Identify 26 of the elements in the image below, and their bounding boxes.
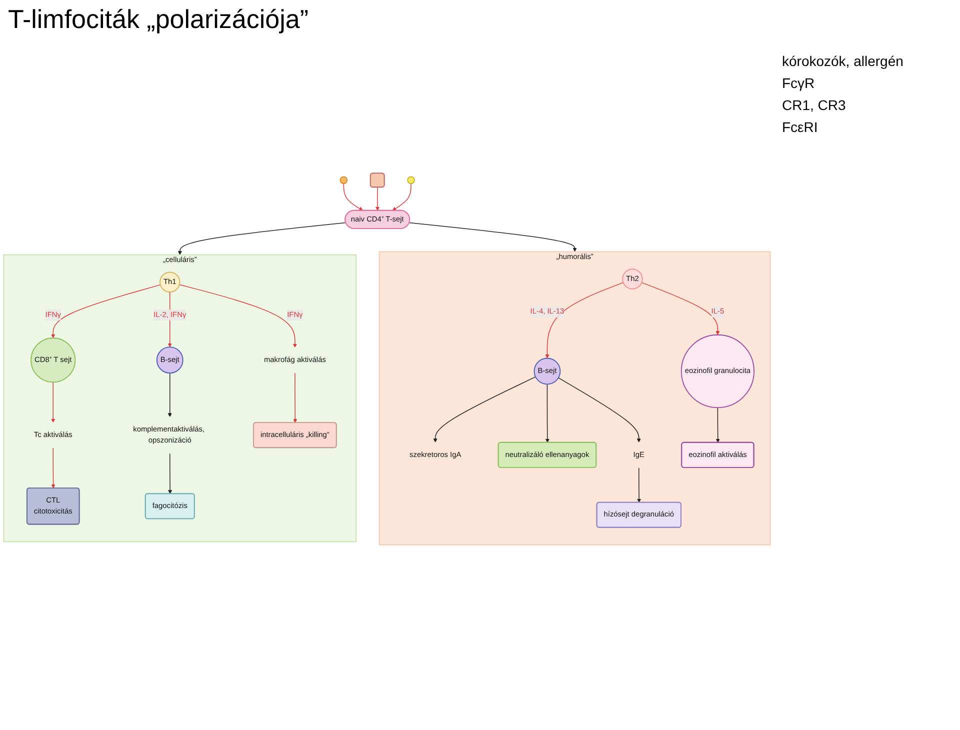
arrow: [545, 282, 624, 358]
arrow: [545, 384, 550, 443]
arrow: [637, 467, 642, 503]
node-circle: [340, 176, 348, 184]
arrow: [343, 183, 364, 211]
arrow: [409, 222, 577, 252]
arrow: [168, 372, 172, 418]
arrow: [51, 284, 161, 338]
annotation-label: FcγR: [782, 75, 816, 91]
annotation-label: kórokozók, allergén: [782, 53, 904, 69]
arrow: [178, 222, 346, 255]
annotation-label: CR1, CR3: [782, 97, 847, 113]
arrow: [641, 282, 720, 336]
arrow: [392, 183, 412, 211]
arrow: [433, 376, 536, 443]
arrow: [179, 284, 297, 348]
arrow: [293, 372, 298, 423]
arrow: [558, 377, 641, 443]
annotation-label: FcεRI: [782, 119, 819, 135]
arrow: [51, 382, 56, 423]
arrow: [375, 187, 380, 211]
arrow: [716, 407, 720, 443]
title: T-limfociták „polarizációja”: [8, 4, 310, 35]
arrow: [168, 452, 172, 494]
node-circle: [407, 176, 415, 184]
arrow: [51, 447, 56, 488]
